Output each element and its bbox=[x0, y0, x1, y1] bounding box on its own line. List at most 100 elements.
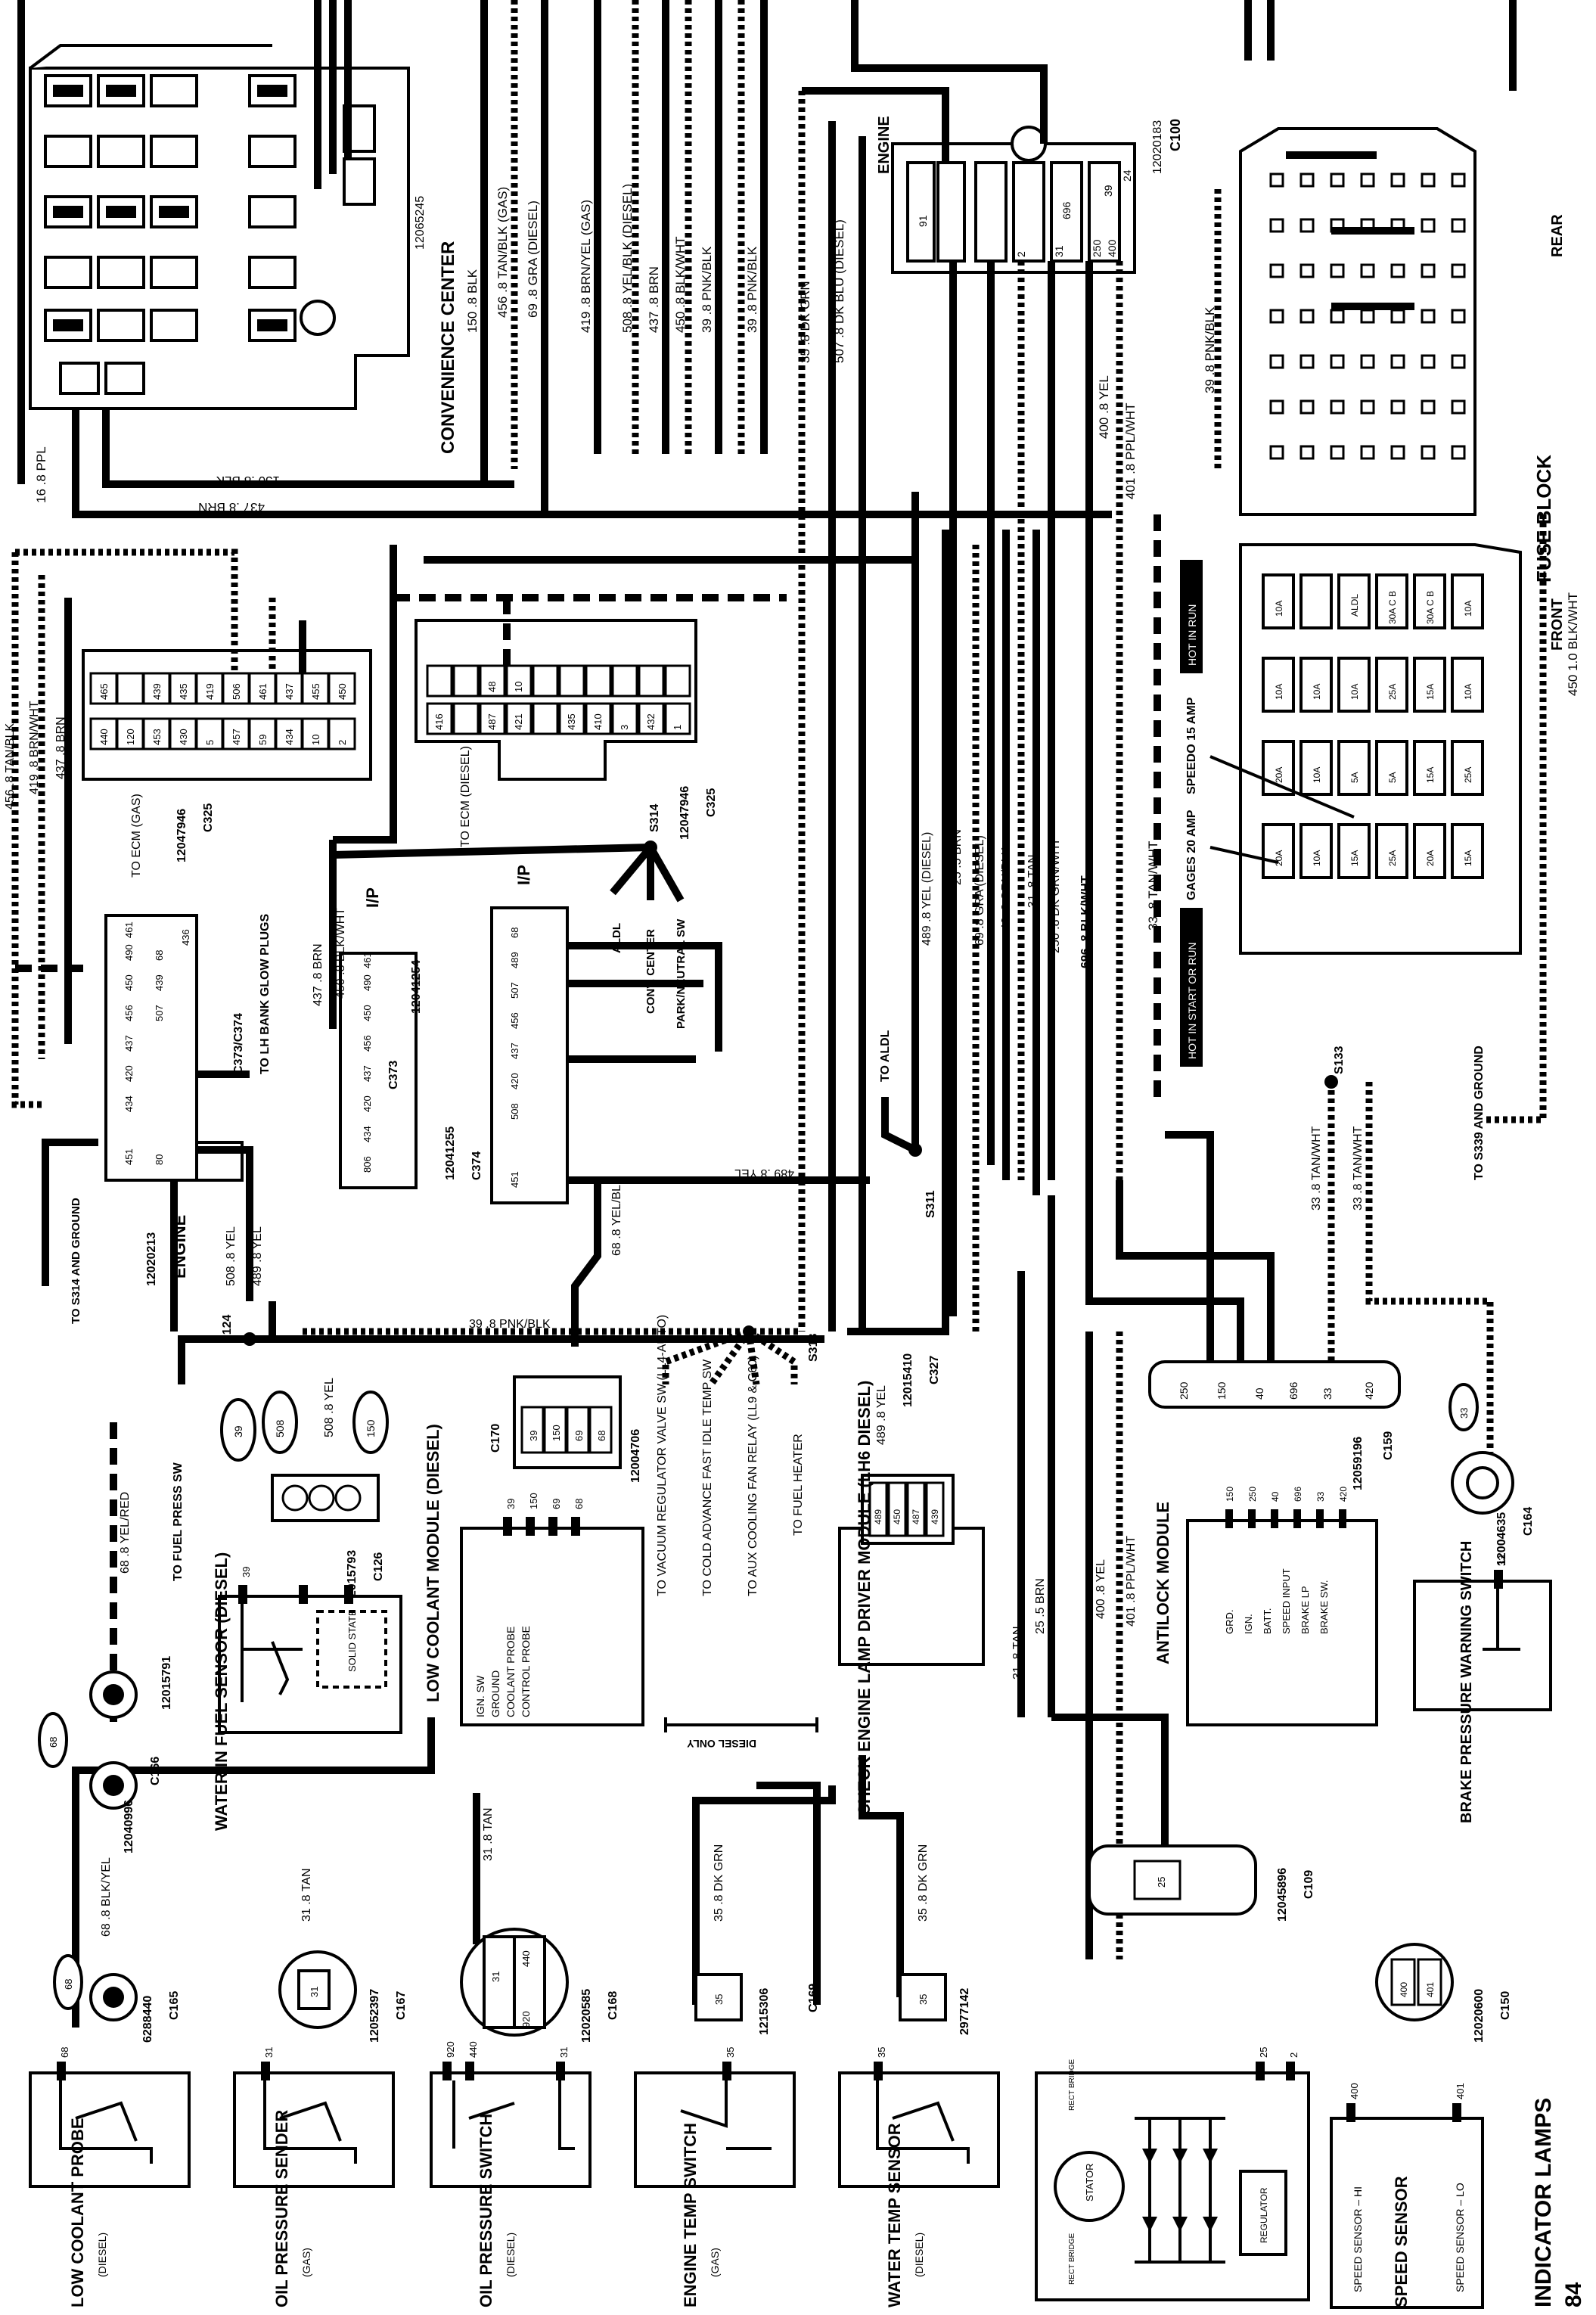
svg-text:696: 696 bbox=[1060, 201, 1073, 219]
connector-c100: 2 31 250 400 91 696 39 24 ENGINE C100 12… bbox=[798, 0, 1183, 1332]
svg-text:25: 25 bbox=[1156, 1877, 1167, 1888]
svg-text:15A: 15A bbox=[1463, 850, 1473, 866]
hot-in-run-badge bbox=[1180, 560, 1203, 673]
svg-text:15A: 15A bbox=[1425, 684, 1436, 700]
to-s314-label: TO S314 AND GROUND bbox=[70, 1198, 82, 1324]
svg-text:15A: 15A bbox=[1425, 767, 1436, 783]
svg-text:69: 69 bbox=[551, 1499, 562, 1509]
svg-text:5: 5 bbox=[204, 740, 216, 745]
svg-text:920: 920 bbox=[445, 2041, 456, 2058]
svg-text:12015791: 12015791 bbox=[160, 1656, 173, 1710]
svg-text:450 .8 BLK/WHT: 450 .8 BLK/WHT bbox=[334, 908, 347, 999]
wire-label-419: 419 .8 BRN/YEL (GAS) bbox=[579, 200, 593, 333]
wire-label-33: 33 .8 TAN/WHT bbox=[1146, 841, 1160, 931]
svg-text:(GAS): (GAS) bbox=[300, 2248, 312, 2277]
svg-text:400: 400 bbox=[1106, 239, 1118, 257]
bottom-labels: LOW COOLANT PROBE (DIESEL) OIL PRESSURE … bbox=[68, 2098, 1586, 2307]
svg-text:31 .8 TAN: 31 .8 TAN bbox=[1026, 854, 1039, 908]
svg-text:10A: 10A bbox=[1274, 601, 1284, 617]
wire-label-507: 507 .8 DK BLU (DIESEL) bbox=[832, 219, 846, 363]
svg-text:C170: C170 bbox=[489, 1424, 502, 1453]
svg-text:BATT.: BATT. bbox=[1262, 1608, 1273, 1634]
svg-text:68: 68 bbox=[596, 1431, 607, 1441]
wire-label-437: 437 .8 BRN bbox=[198, 500, 265, 514]
svg-text:400: 400 bbox=[1349, 2083, 1360, 2099]
to-ecm-diesel: TO ECM (DIESEL) bbox=[459, 746, 472, 847]
svg-text:IGN.: IGN. bbox=[1243, 1614, 1254, 1634]
svg-text:31: 31 bbox=[490, 1972, 501, 1982]
svg-text:437: 437 bbox=[284, 683, 295, 700]
low-coolant-module: 39 150 69 68 IGN. SW GROUND COOLANT PROB… bbox=[424, 1424, 644, 1726]
svg-text:39: 39 bbox=[232, 1425, 244, 1437]
svg-text:250: 250 bbox=[1247, 1487, 1258, 1502]
svg-text:33: 33 bbox=[1458, 1408, 1470, 1419]
speedo-label: SPEEDO 15 AMP bbox=[1185, 697, 1198, 794]
svg-text:437: 437 bbox=[362, 1065, 373, 1082]
connector-c325-gas: 465 439 435 419 506 461 437 455 450 440 … bbox=[4, 548, 372, 1108]
svg-text:20A: 20A bbox=[1425, 850, 1436, 866]
svg-text:508 .8 YEL: 508 .8 YEL bbox=[225, 1226, 238, 1286]
svg-text:91: 91 bbox=[917, 215, 929, 227]
svg-text:920: 920 bbox=[520, 2011, 532, 2028]
svg-text:696: 696 bbox=[1293, 1487, 1303, 1502]
svg-text:68 .8 YEL/RED: 68 .8 YEL/RED bbox=[119, 1492, 132, 1574]
svg-text:437: 437 bbox=[123, 1035, 135, 1052]
svg-text:10A: 10A bbox=[1349, 684, 1360, 700]
svg-text:C168: C168 bbox=[607, 1991, 619, 2020]
svg-text:39 .8 PNK/BLK: 39 .8 PNK/BLK bbox=[469, 1318, 551, 1331]
svg-text:25 .5 BRN: 25 .5 BRN bbox=[951, 829, 964, 885]
svg-text:39: 39 bbox=[1102, 185, 1114, 197]
wire-label-508: 508 .8 YEL/BLK (DIESEL) bbox=[620, 184, 635, 333]
c100-engine-label: ENGINE bbox=[876, 116, 893, 174]
svg-text:33: 33 bbox=[1315, 1491, 1326, 1502]
svg-text:2: 2 bbox=[1288, 2052, 1299, 2058]
svg-text:BRAKE LP: BRAKE LP bbox=[1299, 1586, 1311, 1634]
svg-text:RECT BRIDGE: RECT BRIDGE bbox=[1068, 2233, 1076, 2285]
svg-text:508 .8 YEL: 508 .8 YEL bbox=[323, 1378, 336, 1437]
svg-text:12059196: 12059196 bbox=[1352, 1437, 1365, 1490]
svg-text:20A: 20A bbox=[1274, 767, 1284, 783]
svg-text:10A: 10A bbox=[1312, 850, 1322, 866]
svg-text:461: 461 bbox=[362, 952, 373, 968]
splice-s124: S124 39 .8 PNK/BLK TO FUEL PRESS SW bbox=[172, 1301, 824, 1581]
svg-text:REGULATOR: REGULATOR bbox=[1259, 2187, 1269, 2243]
svg-text:420: 420 bbox=[1338, 1487, 1349, 1502]
to-cold-advance-label: TO COLD ADVANCE FAST IDLE TEMP SW bbox=[701, 1359, 714, 1596]
svg-text:487: 487 bbox=[486, 713, 498, 730]
svg-text:440: 440 bbox=[467, 2041, 479, 2058]
fuse-block-rear-label: REAR bbox=[1549, 214, 1566, 257]
svg-text:39: 39 bbox=[528, 1431, 539, 1441]
page-title: INDICATOR LAMPS bbox=[1531, 2098, 1556, 2307]
svg-text:455: 455 bbox=[310, 683, 321, 700]
svg-text:80: 80 bbox=[154, 1154, 165, 1165]
svg-text:CONTROL PROBE: CONTROL PROBE bbox=[520, 1626, 532, 1717]
svg-text:401: 401 bbox=[1425, 1982, 1436, 1997]
connector-c126: 39 508 150 508 .8 YEL 12015793 C126 bbox=[220, 1378, 389, 1604]
svg-text:508: 508 bbox=[274, 1419, 286, 1437]
svg-text:489 .8 YEL: 489 .8 YEL bbox=[251, 1226, 264, 1286]
svg-text:506: 506 bbox=[231, 683, 242, 700]
wire-label-150b: 150 .8 BLK bbox=[465, 269, 480, 333]
connector-c325-diesel: 48 10 416 487 421 435 410 3 432 1 TO ECM… bbox=[333, 545, 915, 847]
svg-text:40: 40 bbox=[1253, 1387, 1265, 1400]
svg-text:420: 420 bbox=[123, 1065, 135, 1082]
svg-text:150: 150 bbox=[528, 1493, 539, 1509]
svg-text:150: 150 bbox=[1225, 1487, 1235, 1502]
svg-text:12052397: 12052397 bbox=[368, 1989, 381, 2043]
svg-text:68: 68 bbox=[509, 928, 520, 938]
svg-text:10A: 10A bbox=[1312, 767, 1322, 783]
svg-text:RECT BRIDGE: RECT BRIDGE bbox=[1068, 2059, 1076, 2111]
svg-text:GRD.: GRD. bbox=[1224, 1610, 1235, 1635]
svg-text:5A: 5A bbox=[1387, 772, 1398, 783]
svg-text:HOT IN RUN: HOT IN RUN bbox=[1186, 604, 1198, 666]
c325-gas-pins: 465 439 435 419 506 461 437 455 450 440 … bbox=[89, 672, 356, 750]
svg-text:457: 457 bbox=[231, 729, 242, 745]
svg-text:C109: C109 bbox=[1303, 1870, 1315, 1899]
svg-text:40: 40 bbox=[1270, 1491, 1281, 1502]
convenience-center-label: CONVENIENCE CENTER bbox=[438, 241, 458, 454]
svg-text:12041255: 12041255 bbox=[444, 1126, 457, 1180]
svg-text:434: 434 bbox=[362, 1126, 373, 1142]
svg-text:COOLANT PROBE: COOLANT PROBE bbox=[505, 1627, 517, 1717]
bottom-sensors: 68 31 920 440 31 35 35 400 401 25 2 STAT… bbox=[29, 2041, 1484, 2309]
